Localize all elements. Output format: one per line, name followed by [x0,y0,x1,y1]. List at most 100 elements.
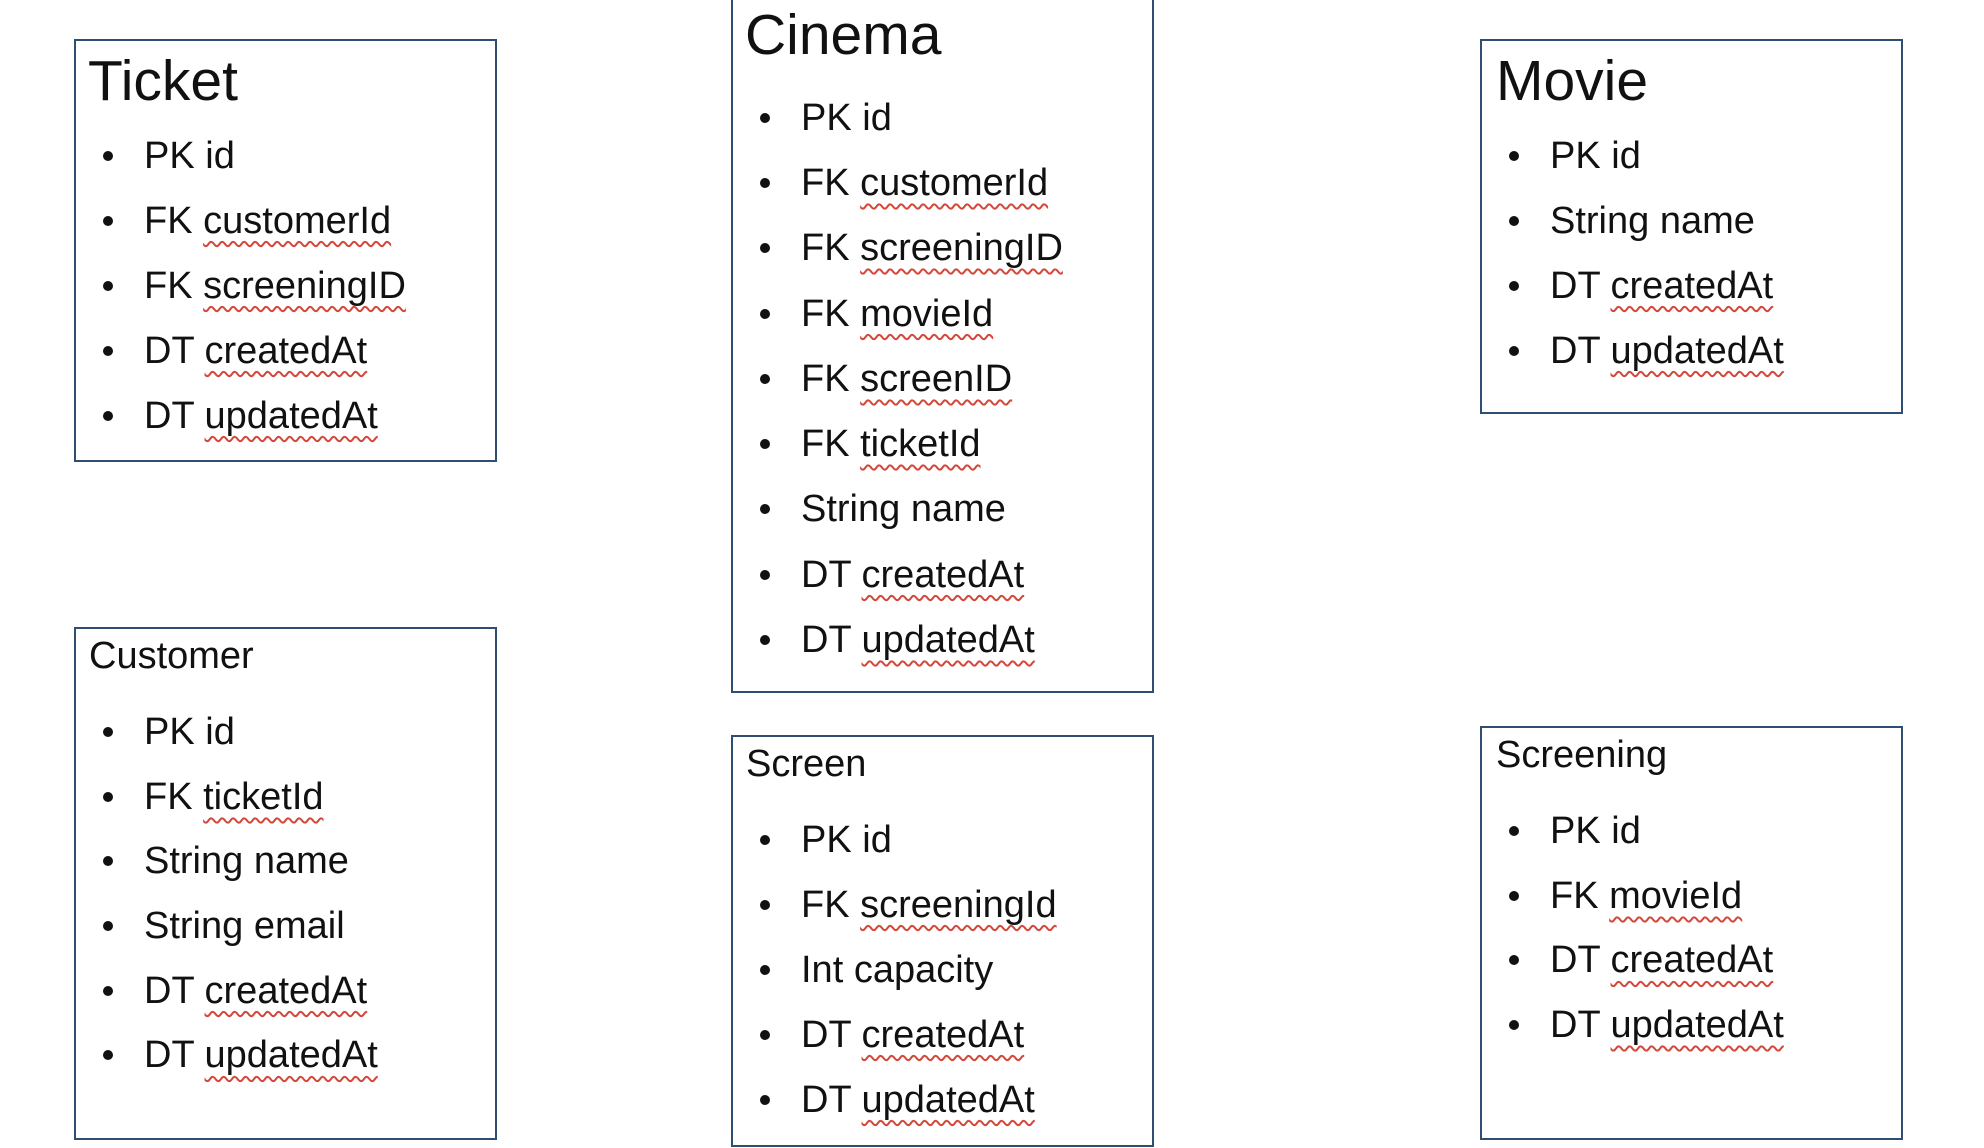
field-name: screenID [860,357,1013,400]
movie-field-name: String name [1494,188,1784,253]
field-name: id [205,134,235,177]
field-name: id [862,818,892,861]
bullet-icon [1509,955,1519,966]
field-name: createdAt [1610,264,1774,307]
field-text: PK id [1550,812,1641,850]
screen-field-createdat: DT createdAt [745,1002,1057,1067]
field-type: FK [144,264,193,307]
field-type: FK [801,161,850,204]
field-type: FK [801,227,850,270]
field-name: capacity [853,948,994,991]
customer-field-ticketid: FK ticketId [88,765,378,830]
bullet-icon [760,439,770,450]
field-text: DT updatedAt [1550,332,1784,370]
field-text: FK ticketId [801,425,981,463]
bullet-icon [760,569,770,580]
field-type: DT [144,329,194,372]
field-name: ticketId [860,423,981,466]
bullet-icon [103,345,113,356]
bullet-icon [103,1050,113,1061]
field-text: DT createdAt [144,972,367,1010]
bullet-icon [760,177,770,188]
cinema-field-updatedat: DT updatedAt [745,607,1063,672]
field-name: screeningID [860,227,1063,270]
customer-entity-title: Customer [89,635,254,677]
field-name: createdAt [1610,939,1774,982]
field-type: DT [1550,1003,1600,1046]
bullet-icon [760,504,770,515]
field-type: String [144,840,244,883]
field-name: movieId [860,292,994,335]
customer-field-email: String email [88,894,378,959]
cinema-entity-title: Cinema [745,3,942,67]
field-text: FK screeningID [144,267,406,305]
field-name: createdAt [861,553,1025,596]
field-text: DT createdAt [801,556,1024,594]
ticket-field-createdat: DT createdAt [88,318,406,383]
field-type: FK [801,883,850,926]
field-type: DT [801,1078,851,1121]
field-type: DT [144,969,194,1012]
screen-field-capacity: Int capacity [745,937,1057,1002]
field-name: name [253,840,349,883]
screening-field-updatedat: DT updatedAt [1494,993,1784,1058]
bullet-icon [103,727,113,738]
field-name: createdAt [204,969,368,1012]
screening-field-id: PK id [1494,799,1784,864]
field-type: FK [801,357,850,400]
customer-field-updatedat: DT updatedAt [88,1023,378,1088]
bullet-icon [103,150,113,161]
screening-field-createdat: DT createdAt [1494,928,1784,993]
field-text: DT updatedAt [144,397,378,435]
bullet-icon [760,112,770,123]
cinema-field-customerid: FK customerId [745,150,1063,215]
field-text: FK screeningID [801,229,1063,267]
field-name: email [253,905,345,948]
screen-field-screeningid: FK screeningId [745,872,1057,937]
field-text: DT updatedAt [801,1081,1035,1119]
field-text: FK customerId [801,164,1048,202]
field-name: ticketId [203,775,324,818]
bullet-icon [760,1094,770,1105]
field-name: createdAt [204,329,368,372]
field-text: FK screeningId [801,886,1057,924]
field-text: String name [144,842,349,880]
ticket-field-customerid: FK customerId [88,188,406,253]
field-type: PK [144,134,195,177]
field-text: DT createdAt [801,1016,1024,1054]
screen-field-updatedat: DT updatedAt [745,1067,1057,1132]
field-text: PK id [801,99,892,137]
field-name: updatedAt [861,1078,1035,1121]
field-type: DT [1550,264,1600,307]
field-text: String name [801,490,1006,528]
field-text: String email [144,907,345,945]
bullet-icon [760,243,770,254]
bullet-icon [103,985,113,996]
cinema-field-movieid: FK movieId [745,281,1063,346]
field-name: updatedAt [1610,329,1784,372]
field-name: customerId [203,199,392,242]
field-text: DT createdAt [1550,941,1773,979]
movie-field-updatedat: DT updatedAt [1494,318,1784,383]
field-type: DT [1550,329,1600,372]
field-name: updatedAt [204,1034,378,1077]
screen-field-id: PK id [745,807,1057,872]
bullet-icon [103,791,113,802]
field-type: PK [144,711,195,754]
customer-field-name: String name [88,829,378,894]
field-text: FK movieId [1550,877,1742,915]
field-name: id [1611,134,1641,177]
field-name: name [1659,199,1755,242]
field-text: DT createdAt [144,332,367,370]
cinema-field-id: PK id [745,85,1063,150]
field-text: DT createdAt [1550,267,1773,305]
bullet-icon [103,856,113,867]
bullet-icon [103,921,113,932]
bullet-icon [103,410,113,421]
